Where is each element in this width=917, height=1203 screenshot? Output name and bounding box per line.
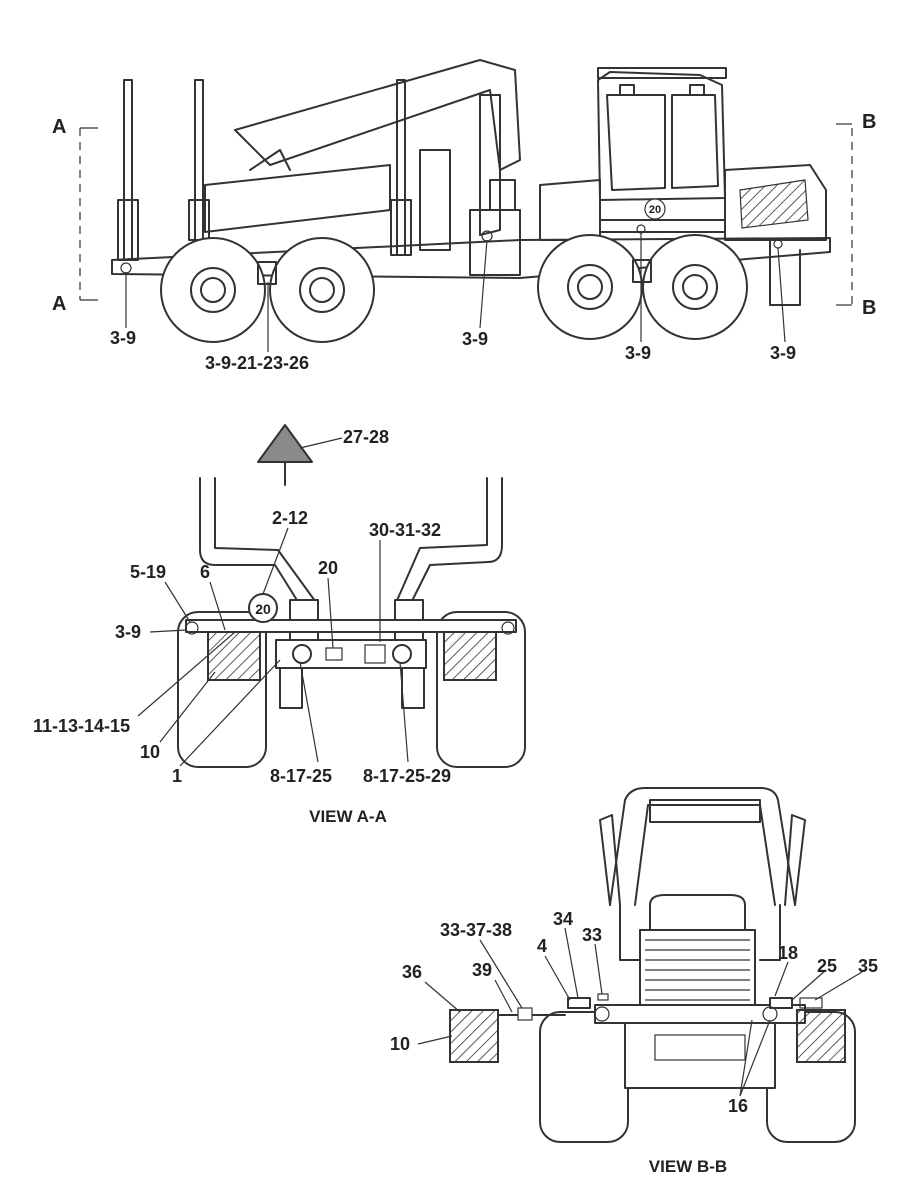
view-a-callout-5-19: 5-19 xyxy=(130,562,166,582)
view-b-callout-4: 4 xyxy=(537,936,547,956)
load-stakes xyxy=(117,79,412,261)
view-b-cab xyxy=(609,787,796,906)
view-b-grille xyxy=(639,929,756,1006)
top-callout-2: 3-9-21-23-26 xyxy=(205,353,309,373)
view-b-callout-16: 16 xyxy=(728,1096,748,1116)
view-b-lamp-block-right xyxy=(796,1009,846,1063)
view-a-callout-8-17-25: 8-17-25 xyxy=(270,766,332,786)
wheel-front-2 xyxy=(642,234,748,340)
view-b-callout-33: 33 xyxy=(582,925,602,945)
crane-boom xyxy=(234,59,521,276)
view-a-stake-right xyxy=(409,477,503,641)
view-a-callout-1: 1 xyxy=(172,766,182,786)
view-a-callout-11-13-14-15: 11-13-14-15 xyxy=(33,716,130,736)
view-b-callout-36: 36 xyxy=(402,962,422,982)
view-b-lamp-block-left xyxy=(449,1009,499,1063)
view-a-callout-2-12: 2-12 xyxy=(272,508,308,528)
view-b-callout-34: 34 xyxy=(553,909,573,929)
engine-hood xyxy=(539,164,827,241)
load-bunk xyxy=(204,164,391,233)
section-b-bottom-label: B xyxy=(862,297,876,319)
view-b-callout-25: 25 xyxy=(817,956,837,976)
warning-triangle-sign: 27-28 xyxy=(257,424,389,486)
view-a-lamp-block-left xyxy=(207,629,261,681)
wheel-rear-2 xyxy=(269,237,375,343)
section-b-marker: B B xyxy=(836,111,876,319)
top-badge-text: 20 xyxy=(649,204,661,216)
view-b-callout-18: 18 xyxy=(778,943,798,963)
cab xyxy=(597,67,727,201)
top-badge: 20 xyxy=(644,198,666,220)
view-a-title: VIEW A-A xyxy=(309,807,387,826)
view-a-lamp-block-right xyxy=(443,629,497,681)
top-callout-3: 3-9 xyxy=(462,329,488,349)
view-a-callout-20: 20 xyxy=(318,558,338,578)
view-a-callout-8-17-25-29: 8-17-25-29 xyxy=(363,766,451,786)
wheels xyxy=(160,234,748,343)
view-b-title: VIEW B-B xyxy=(649,1157,727,1176)
wheel-rear-1 xyxy=(160,237,266,343)
view-a-callout-6: 6 xyxy=(200,562,210,582)
view-b-tire-left xyxy=(539,1011,629,1143)
warning-sign-callout: 27-28 xyxy=(343,427,389,447)
section-a-marker: A A xyxy=(52,116,98,315)
view-b-callout-33-37-38: 33-37-38 xyxy=(440,920,512,940)
view-b-callout-35: 35 xyxy=(858,956,878,976)
section-a-top-label: A xyxy=(52,116,66,138)
wheel-front-1 xyxy=(537,234,643,340)
top-callout-4: 3-9 xyxy=(625,343,651,363)
view-a-badge-text: 20 xyxy=(255,601,271,617)
top-callout-5: 3-9 xyxy=(770,343,796,363)
section-a-bottom-label: A xyxy=(52,293,66,315)
section-b-top-label: B xyxy=(862,111,876,133)
top-callout-1: 3-9 xyxy=(110,328,136,348)
view-a-callout-10: 10 xyxy=(140,742,160,762)
front-step xyxy=(769,239,801,306)
view-a-callout-30-31-32: 30-31-32 xyxy=(369,520,441,540)
view-b-b: 33-37-38 34 33 4 36 39 18 25 35 10 16 VI… xyxy=(390,787,878,1176)
view-a-badge: 20 xyxy=(248,593,278,623)
view-a-callout-3-9: 3-9 xyxy=(115,622,141,642)
view-a-stake-left xyxy=(199,477,301,641)
view-a-a: 20 2-12 30-31-32 5-19 6 20 3-9 11-13-14-… xyxy=(33,477,526,826)
view-b-callout-39: 39 xyxy=(472,960,492,980)
forwarder-side-view: A A B B xyxy=(52,59,876,373)
view-b-callout-10: 10 xyxy=(390,1034,410,1054)
